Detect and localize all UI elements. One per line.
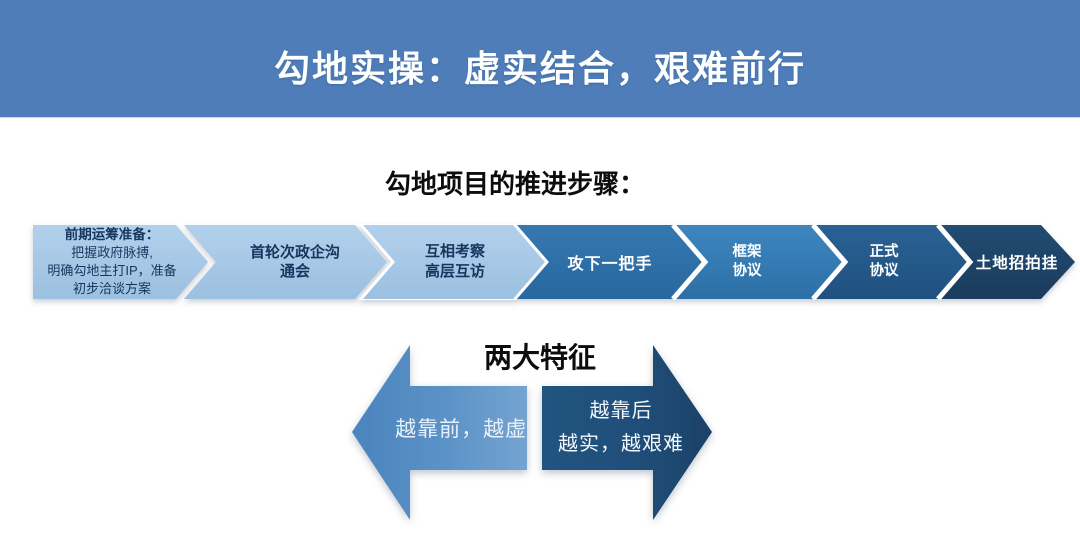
step-line: 把握政府脉搏, (71, 245, 153, 260)
title-banner: 勾地实操：虚实结合，艰难前行 (0, 0, 1080, 117)
separator-chevron-2 (811, 224, 849, 300)
separator-chevron-1 (671, 224, 709, 300)
step-label-formal-agreement: 正式 协议 (830, 224, 938, 300)
step-line: 高层互访 (424, 263, 485, 280)
step-line: 攻下一把手 (567, 256, 653, 273)
left-arrow-label: 越靠前，越虚, (395, 418, 534, 441)
slide-title: 勾地实操：虚实结合，艰难前行 (273, 47, 806, 89)
features-heading: 两大特征 (483, 342, 596, 373)
feature-arrow-left-wrap: 越靠前，越虚, (352, 345, 527, 520)
right-arrow-shape: 越靠后 越实，越艰难 (542, 345, 712, 520)
right-arrow-line: 越实，越艰难 (558, 433, 684, 455)
step-shape-mutual-visits (358, 224, 549, 300)
step-label-early-preparation: 前期运筹准备： 把握政府脉搏, 明确勾地主打IP，准备 初步洽谈方案 (34, 224, 190, 300)
step-shape-early-preparation (33, 225, 208, 299)
step-line: 首轮次政企沟 (249, 244, 340, 261)
step-line: 前期运筹准备： (64, 227, 160, 242)
step-line: 协议 (869, 263, 899, 279)
step-label-framework-agreement: 框架 协议 (692, 224, 802, 300)
feature-arrow-right-wrap: 越靠后 越实，越艰难 (542, 345, 712, 520)
step-line: 协议 (732, 263, 762, 279)
step-line: 通会 (279, 263, 310, 280)
step-shape-land-auction (938, 225, 1075, 299)
step-shape-formal-agreement (813, 225, 970, 299)
step-label-land-auction: 土地招拍挂 (952, 224, 1080, 300)
step-line: 正式 (869, 244, 899, 260)
separator-chevron-3 (936, 224, 974, 300)
step-line: 明确勾地主打IP，准备 (47, 263, 177, 278)
process-flow-graphic (33, 224, 1075, 300)
step-shape-win-leader (505, 225, 705, 299)
right-arrow-line: 越靠后 (589, 400, 653, 422)
step-label-win-leader: 攻下一把手 (545, 224, 675, 300)
right-arrow-label: 越靠后 越实，越艰难 (542, 386, 700, 470)
step-label-first-meetings: 首轮次政企沟 通会 (225, 224, 365, 300)
step-shape-framework-agreement (673, 225, 845, 299)
process-steps-heading: 勾地项目的推进步骤： (384, 169, 645, 199)
step-shape-first-meetings (184, 225, 387, 299)
step-line: 框架 (732, 244, 762, 260)
step-line: 互相考察 (424, 243, 485, 260)
step-line: 初步洽谈方案 (72, 281, 151, 296)
step-line: 土地招拍挂 (975, 255, 1059, 272)
process-flow: 前期运筹准备： 把握政府脉搏, 明确勾地主打IP，准备 初步洽谈方案 首轮次政企… (0, 224, 1080, 300)
left-arrow-shape: 越靠前，越虚, (352, 345, 527, 520)
step-label-mutual-visits: 互相考察 高层互访 (395, 224, 515, 300)
